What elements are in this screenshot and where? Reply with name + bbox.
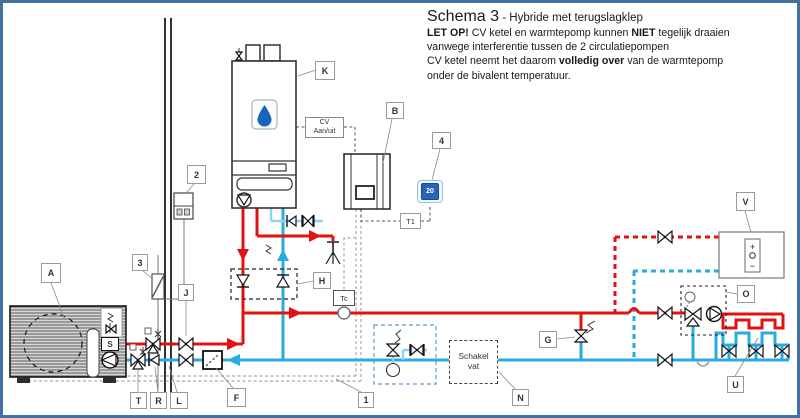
warning-line-2: vanwege interferentie tussen de 2 circul… [427, 41, 670, 54]
flue-stub [263, 44, 281, 62]
flue-stub [245, 44, 261, 62]
control-cables [19, 209, 362, 382]
schakel-vat-line1: Schakel [458, 351, 489, 362]
gas-meter-and-filter [151, 192, 194, 395]
label-1: 1 [358, 392, 374, 408]
label-4: 4 [432, 132, 451, 149]
label-v: V [736, 192, 755, 211]
tc-sensor [337, 306, 351, 320]
signal-lines [296, 126, 431, 222]
label-r: R [150, 392, 167, 409]
label-h: H [313, 272, 331, 289]
title-block: Schema 3 - Hybride met terugslagklep LET… [427, 8, 797, 83]
label-a: A [41, 263, 61, 283]
warning-line-3: CV ketel neemt het daarom volledig over … [427, 55, 724, 68]
thermostat-value: 20 [421, 183, 439, 200]
warning-line-1: LET OP! CV ketel en warmtepomp kunnen NI… [427, 27, 730, 39]
schema-heading: Schema 3 - Hybride met terugslagklep [427, 8, 797, 26]
expansion-vessel-icon [385, 362, 401, 378]
label-t: T [130, 392, 147, 409]
boiler-display [268, 163, 287, 172]
tap-point-icon [325, 241, 341, 265]
cold-water-pipes [265, 208, 427, 364]
thermostat-icon: 20 [417, 180, 443, 203]
expansion-group [373, 324, 437, 385]
label-n: N [512, 389, 529, 406]
cv-switch-line1: CV [319, 119, 330, 127]
leader-lines [50, 69, 759, 393]
unit-v: + − [718, 231, 785, 279]
boiler [231, 44, 297, 209]
schakel-vat-box: Schakel vat [449, 340, 498, 384]
cv-switch-line2: Aan/uit [313, 127, 336, 135]
check-valve-group-h [230, 268, 298, 300]
bypass-valve-g [573, 320, 596, 343]
floor-loop-valves [721, 343, 790, 359]
schakel-vat-line2: vat [467, 361, 480, 371]
cv-switch-box: CV Aan/uit [305, 117, 344, 138]
label-o: O [737, 285, 755, 303]
warning-line-4: onder de bivalent temperatuur. [427, 69, 571, 82]
label-b: B [386, 102, 404, 119]
valve-motor-icon [684, 291, 696, 303]
relief-box [100, 307, 123, 338]
funnel-icon [696, 361, 710, 367]
label-3: 3 [132, 254, 148, 271]
label-s: S [101, 337, 119, 351]
svg-text:−: − [750, 261, 755, 271]
indoor-unit-display [355, 185, 375, 200]
heat-pump-outdoor-unit [9, 305, 127, 383]
cold-water-valves [286, 214, 315, 228]
piping-diagram: + − [9, 18, 790, 407]
label-f: F [227, 388, 246, 407]
water-drop-icon [257, 105, 272, 127]
label-2: 2 [187, 165, 206, 184]
main-line-valves [657, 229, 673, 368]
label-g: G [539, 331, 557, 348]
schema-title: Schema 3 [427, 8, 500, 25]
label-t1: T1 [400, 213, 421, 229]
supply-pipes [119, 208, 785, 350]
floor-loop-red [721, 314, 785, 330]
label-k: K [315, 61, 335, 80]
flue-lines [164, 18, 172, 407]
filter-f [202, 350, 223, 370]
service-valves-j [178, 336, 194, 368]
schema-subtitle: - Hybride met terugslagklep [499, 12, 643, 24]
label-u: U [727, 376, 744, 393]
inlet-relief-glyph [265, 244, 272, 255]
mixing-group [680, 285, 727, 336]
label-j: J [178, 284, 194, 301]
label-tc: Tc [333, 290, 355, 306]
svg-text:+: + [750, 242, 755, 252]
heat-pump-valves [129, 327, 223, 370]
indoor-unit [343, 153, 391, 210]
fan-icon [23, 313, 83, 373]
label-l: L [170, 392, 188, 409]
